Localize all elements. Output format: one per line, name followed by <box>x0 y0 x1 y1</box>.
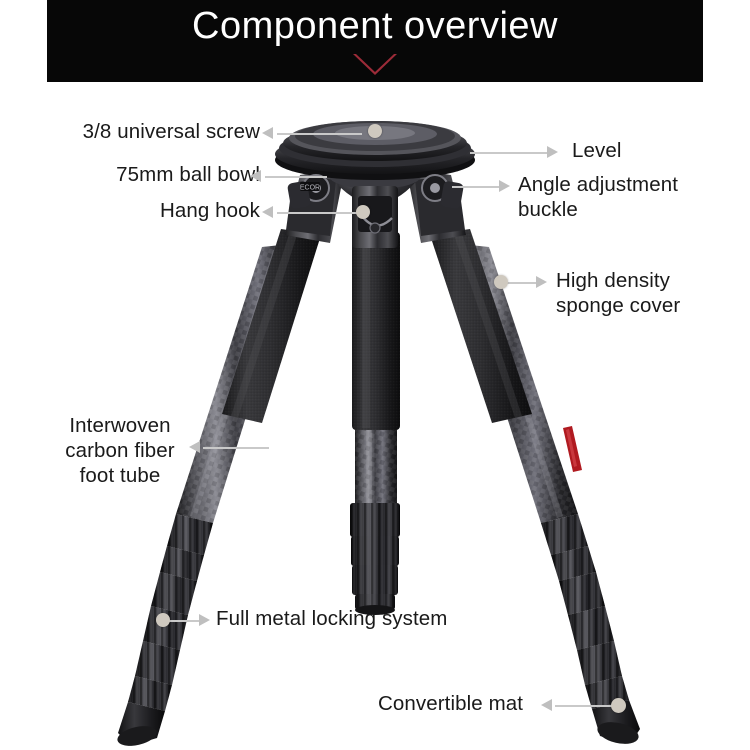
arrow-head-buckle <box>499 180 510 192</box>
leader-line-level <box>470 152 548 154</box>
callout-label-mat: Convertible mat <box>378 692 524 715</box>
callout-label-lock: Full metal locking system <box>216 607 448 630</box>
callout-dot-lock <box>156 613 170 627</box>
callout-label-sponge: High density sponge cover <box>556 269 681 317</box>
leader-line-tube <box>203 447 269 449</box>
leader-line-sponge <box>505 282 539 284</box>
page-title: Component overview <box>192 5 558 47</box>
callout-label-level: Level <box>572 139 622 162</box>
callout-dot-mat <box>611 698 626 713</box>
arrow-head-lock <box>199 614 210 626</box>
triangle-down-icon <box>353 54 397 76</box>
leader-line-screw <box>277 133 362 135</box>
callout-dot-sponge <box>494 275 508 289</box>
callout-dot-screw <box>368 124 382 138</box>
callout-label-hook: Hang hook <box>159 199 260 222</box>
callout-label-buckle: Angle adjustment buckle <box>518 173 679 221</box>
arrow-head-mat <box>541 699 552 711</box>
leader-line-buckle <box>452 186 502 188</box>
arrow-head-sponge <box>536 276 547 288</box>
callout-dot-hook <box>356 205 370 219</box>
arrow-head-screw <box>262 127 273 139</box>
arrow-head-hook <box>262 206 273 218</box>
arrow-head-tube <box>189 441 200 453</box>
leader-line-bowl <box>265 176 327 178</box>
leader-line-lock <box>168 620 202 622</box>
callout-label-screw: 3/8 universal screw <box>82 120 260 143</box>
leader-line-hook <box>277 212 362 214</box>
leader-line-mat <box>555 705 623 707</box>
header-banner: Component overview <box>47 0 703 82</box>
arrow-head-level <box>547 146 558 158</box>
callout-label-tube: Interwoven carbon fiber foot tube <box>65 414 175 487</box>
arrow-head-bowl <box>250 170 261 182</box>
callout-label-bowl: 75mm ball bowl <box>116 163 260 186</box>
svg-text:ECOR: ECOR <box>300 185 320 192</box>
